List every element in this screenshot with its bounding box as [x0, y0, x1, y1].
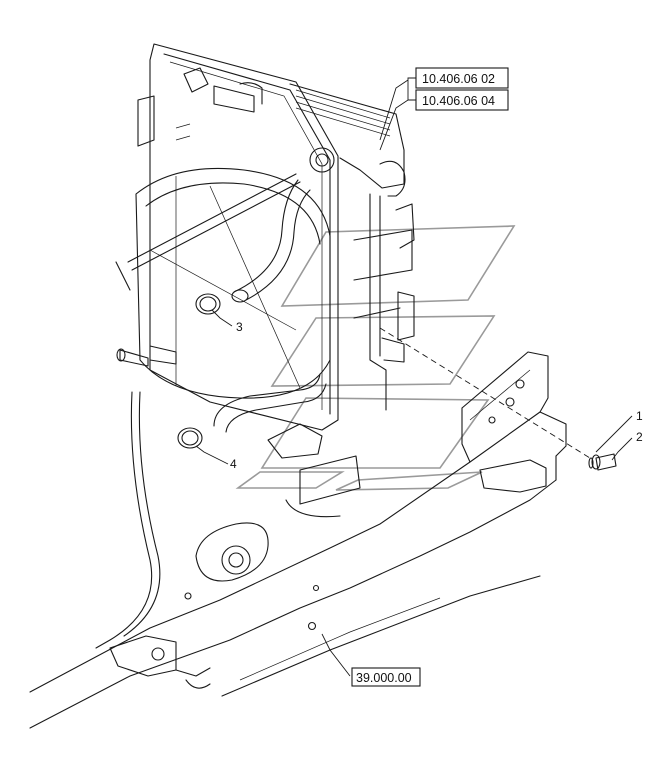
callout-4: 4	[230, 457, 237, 471]
callout-leaders	[195, 79, 633, 677]
alignment-line	[379, 327, 591, 459]
svg-text:39.000.00: 39.000.00	[356, 671, 412, 685]
svg-text:10.406.06 02: 10.406.06 02	[422, 72, 495, 86]
svg-text:10.406.06 04: 10.406.06 04	[422, 94, 495, 108]
reference-box-top-2: 10.406.06 04	[415, 89, 509, 111]
callout-3: 3	[236, 320, 243, 334]
callout-1: 1	[636, 409, 643, 423]
callout-2: 2	[636, 430, 643, 444]
reference-bracket	[407, 77, 416, 101]
reference-box-bottom: 39.000.00	[351, 667, 421, 687]
radiator-assembly	[115, 43, 415, 518]
frame-rail	[29, 351, 567, 729]
bolt-washer	[588, 453, 617, 471]
watermark-logo	[235, 225, 516, 491]
fender	[95, 391, 161, 649]
reference-box-top-1: 10.406.06 02	[415, 67, 509, 89]
